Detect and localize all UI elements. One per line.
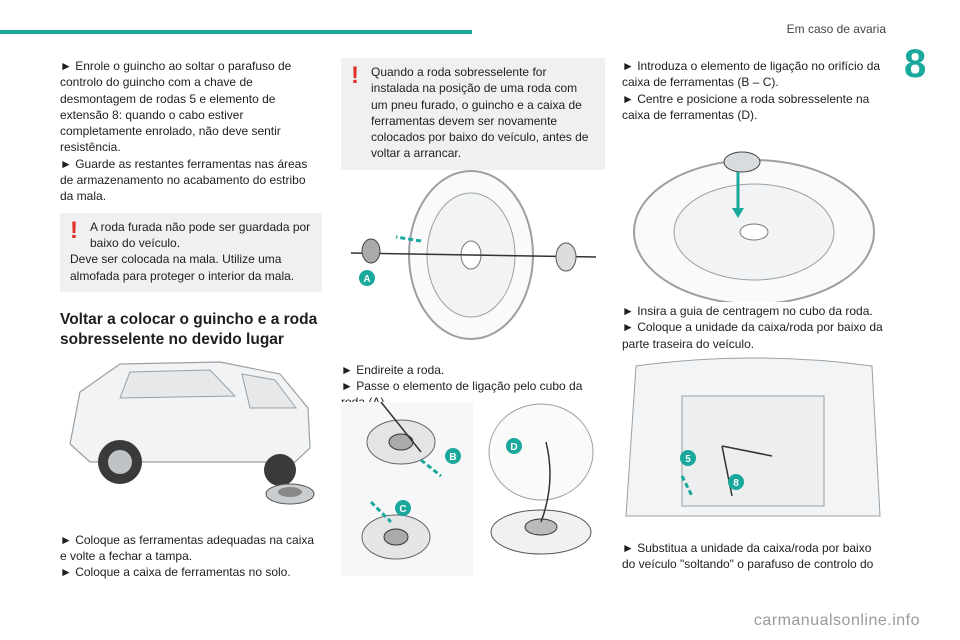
instruction-paragraph: ► Centre e posicione a roda sobresselent… [622,91,870,122]
instruction-paragraph: ► Coloque a caixa de ferramentas no solo… [60,565,291,580]
toolbox-connection-illustration: B C D [341,402,594,576]
trunk-illustration: 5 8 [625,357,881,517]
callout-label-c: C [399,504,406,515]
instruction-paragraph: ► Guarde as restantes ferramentas nas ár… [60,156,308,204]
chapter-number: 8 [904,42,927,86]
section-header: Em caso de avaria [786,22,886,36]
spare-wheel-centering-illustration [633,151,875,302]
callout-label-b: B [449,452,456,463]
instruction-paragraph: ► Coloque as ferramentas adequadas na ca… [60,532,315,564]
warning-icon: ! [351,62,359,89]
callout-label-8: 8 [733,478,739,489]
warning-icon: ! [70,216,78,244]
instruction-paragraph: ► Endireite a roda. [341,362,445,377]
warning-text: Deve ser colocada na mala. Utilize uma a… [70,252,295,283]
instruction-paragraph: ► Insira a guia de centragem no cubo da … [622,304,873,319]
watermark: carmanualsonline.info [753,612,920,629]
car-illustration [69,361,315,505]
warning-box: ! Quando a roda sobresselente for instal… [341,58,605,170]
instruction-paragraph: ► Enrole o guincho ao soltar o parafuso … [60,59,292,155]
instruction-paragraph: ► Introduza o elemento de ligação no ori… [622,59,881,90]
warning-text: Quando a roda sobresselente for instalad… [371,65,589,161]
column-2: ! Quando a roda sobresselente for instal… [341,58,605,411]
section-heading: Voltar a colocar o guincho e a roda sobr… [60,310,318,348]
column-1: ► Enrole o guincho ao soltar o parafuso … [60,58,322,581]
header-accent-bar [0,30,472,34]
column-3: ► Introduza o elemento de ligação no ori… [622,58,886,573]
callout-label-5: 5 [685,454,691,465]
warning-box: ! A roda furada não pode ser guardada po… [60,212,322,292]
warning-text: A roda furada não pode ser guardada por … [90,219,311,250]
instruction-paragraph: ► Substitua a unidade da caixa/roda por … [622,541,874,572]
wheel-hub-illustration: A [350,170,597,340]
callout-label-a: A [363,274,370,285]
instruction-paragraph: ► Coloque a unidade da caixa/roda por ba… [622,320,883,351]
callout-label-d: D [510,442,517,453]
